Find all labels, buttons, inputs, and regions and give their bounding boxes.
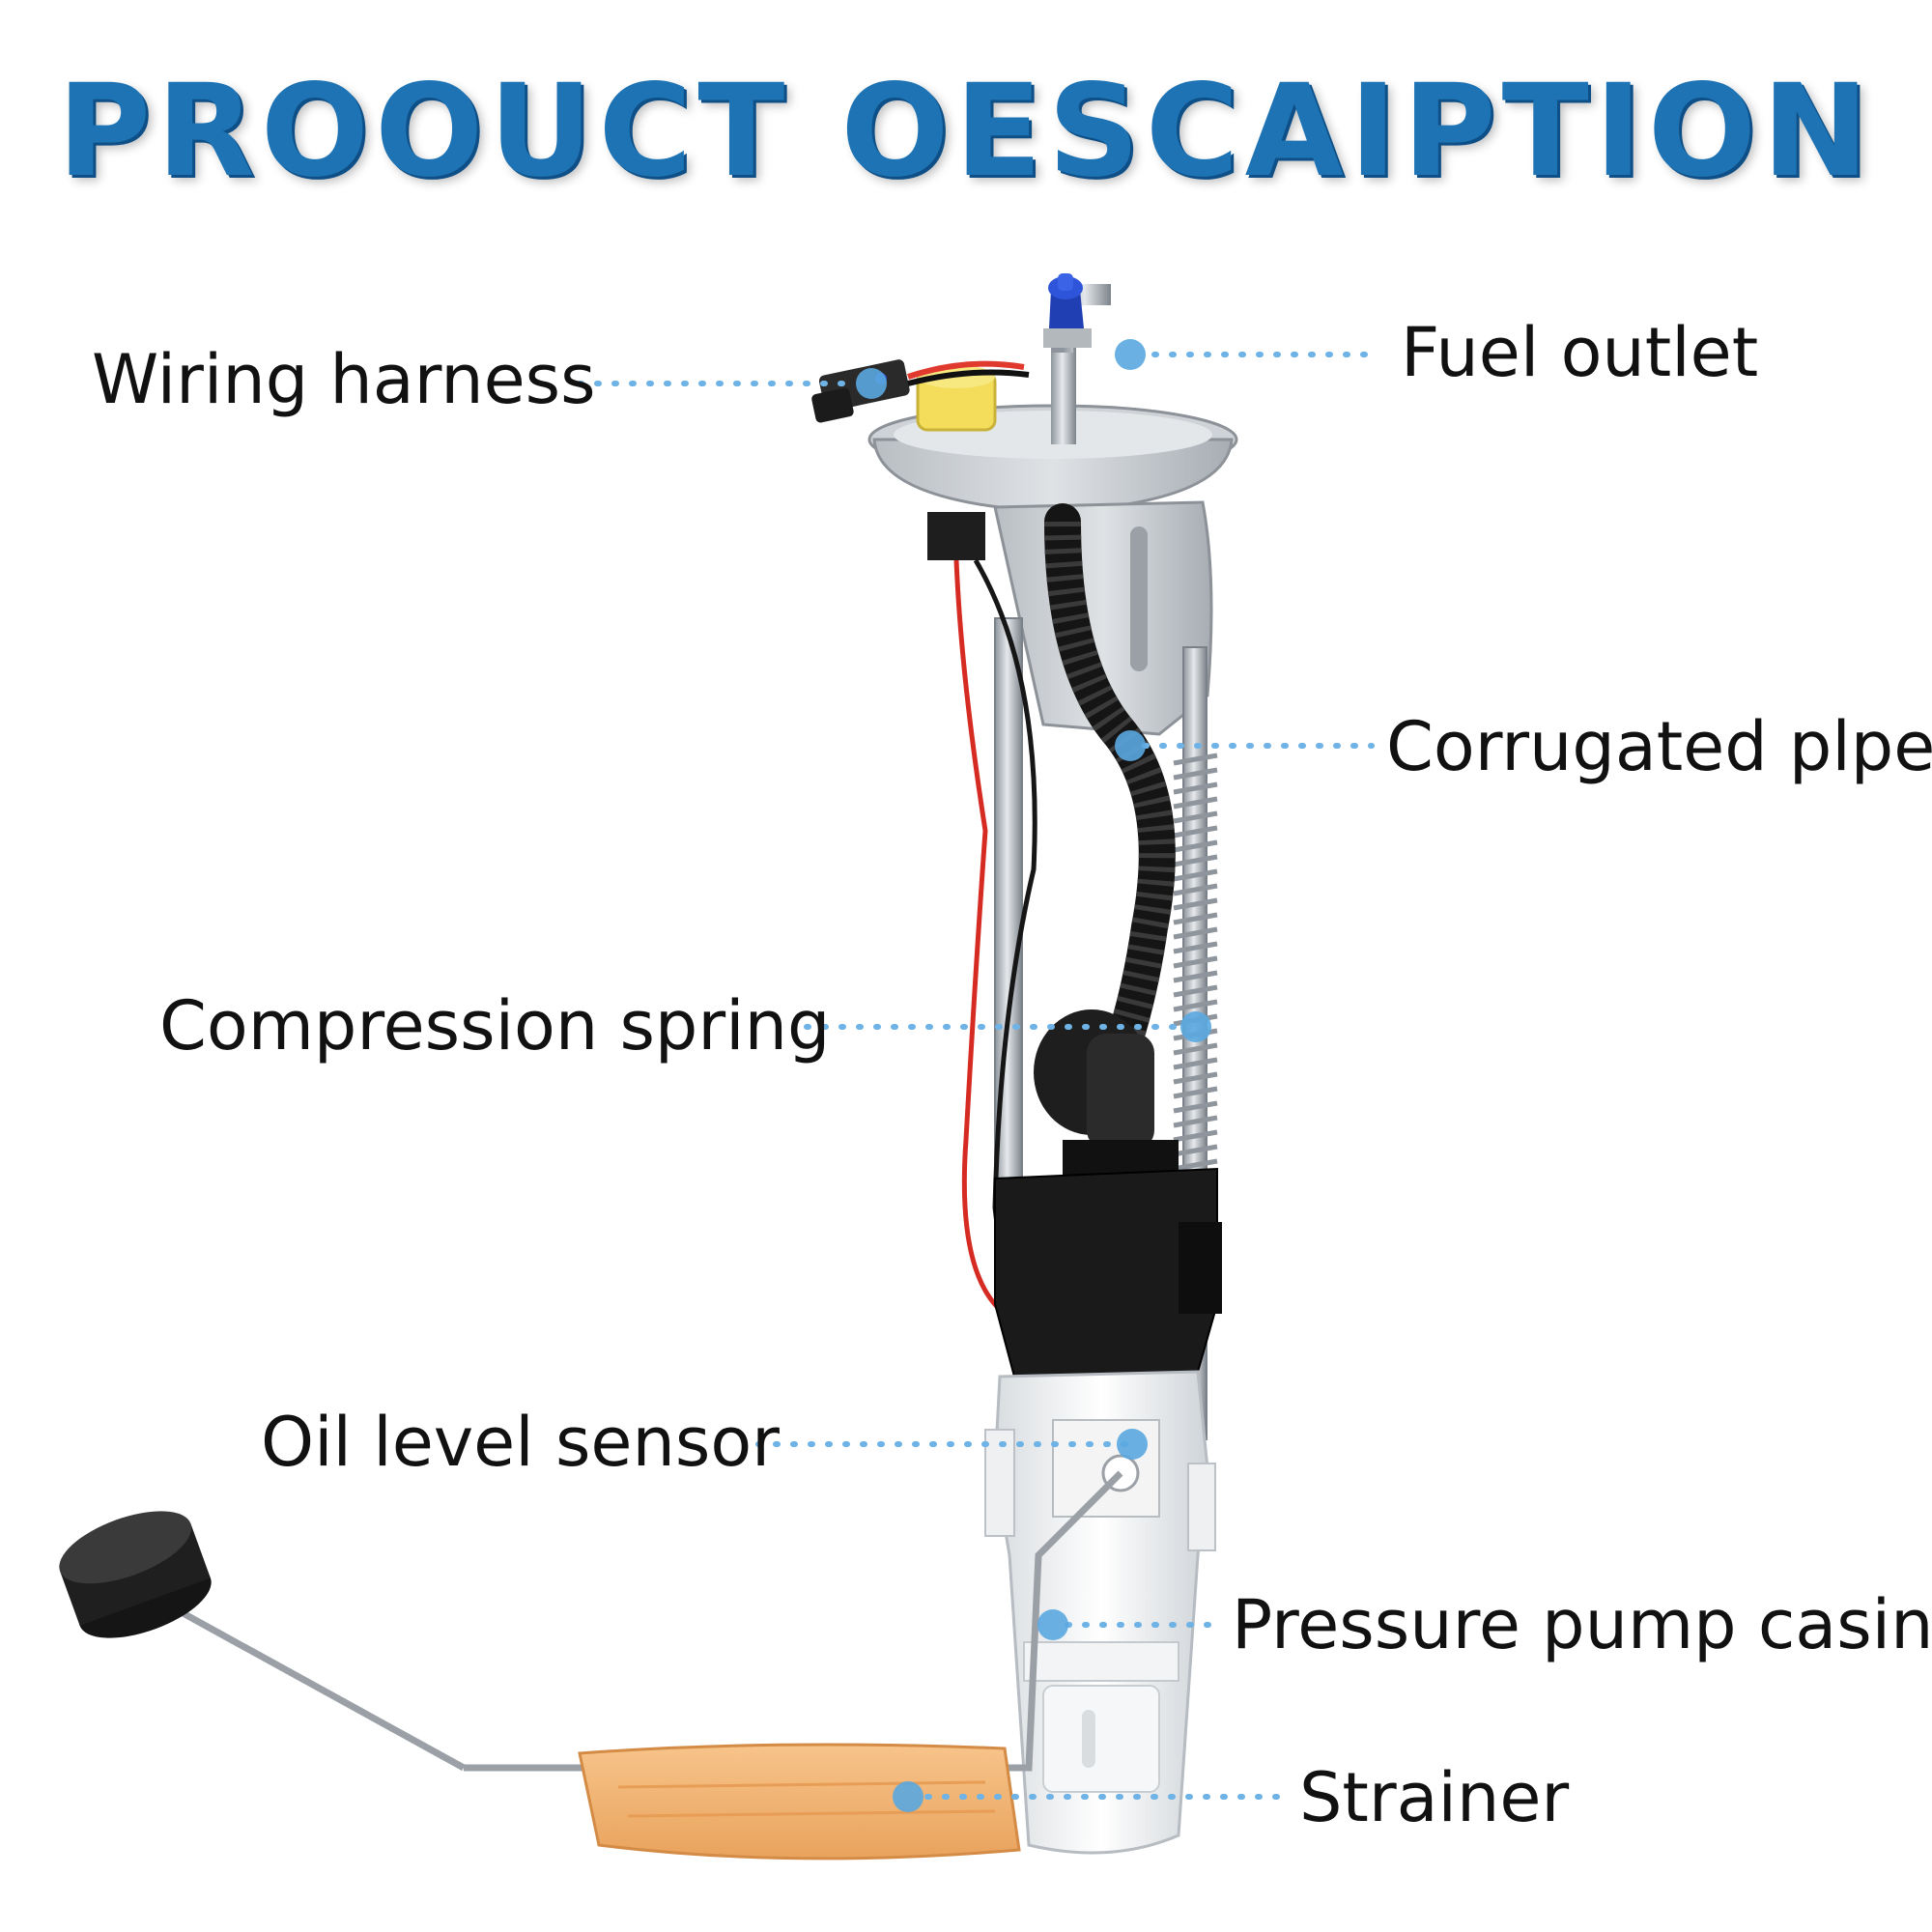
label-strainer: Strainer [1299, 1758, 1570, 1837]
corrugated-pipe-hose [1044, 503, 1176, 1071]
label-fuel-outlet: Fuel outlet [1401, 313, 1759, 392]
label-corrugated-pipe: Corrugated plpe [1386, 707, 1932, 786]
label-pressure-pump-casing: Pressure pump casing [1232, 1585, 1932, 1664]
label-oil-level-sensor: Oil level sensor [261, 1403, 780, 1482]
leader-lines [577, 352, 1375, 1800]
strainer-filter [578, 1743, 1021, 1861]
fuel-outlet-pipe [1043, 273, 1111, 444]
callout-dots [856, 339, 1211, 1812]
label-wiring-harness: Wiring harness [92, 340, 596, 419]
label-compression-spring: Compression spring [159, 986, 831, 1065]
pump-regulator [1034, 1009, 1179, 1198]
pump-motor-body [994, 1167, 1222, 1378]
float-ball [59, 1511, 212, 1638]
page-title: PROOUCT OESCAIPTION [57, 57, 1875, 206]
